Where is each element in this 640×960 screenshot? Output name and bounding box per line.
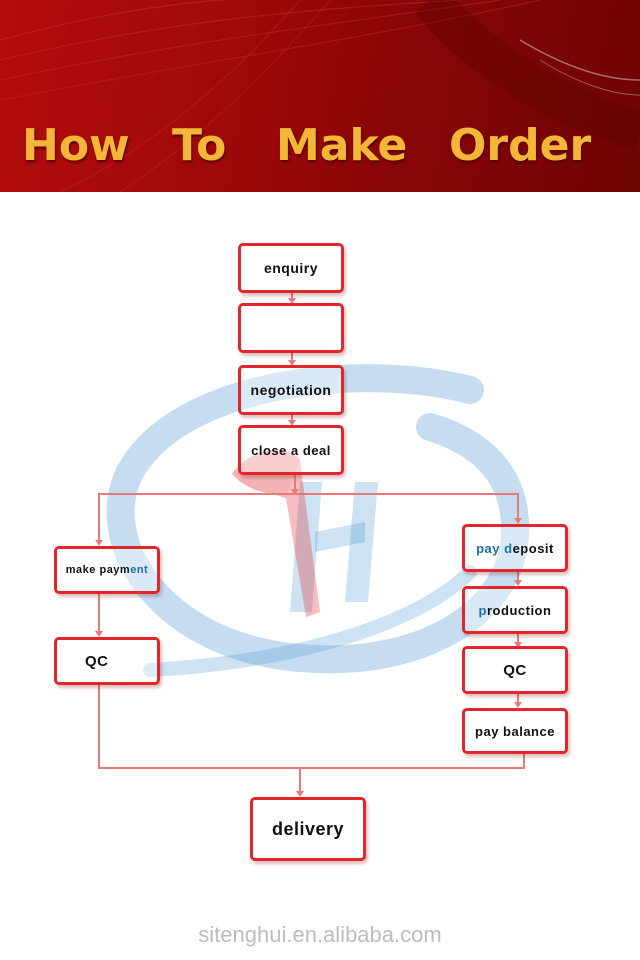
step-make-payment-box: make payment bbox=[54, 546, 160, 594]
order-flowchart: enquiry negotiation close a deal make pa… bbox=[0, 192, 640, 960]
step-close-deal-box: close a deal bbox=[238, 425, 344, 475]
step-right-qc-box: QC bbox=[462, 646, 568, 694]
company-logo-watermark bbox=[106, 364, 530, 677]
title-word-how: How bbox=[22, 120, 130, 171]
header-banner: How To Make Order bbox=[0, 0, 640, 192]
production-text-plain: roduction bbox=[487, 602, 552, 618]
step-left-qc-box: QC bbox=[54, 637, 160, 685]
title-word-make: Make bbox=[276, 120, 408, 171]
step-production-box: production bbox=[462, 586, 568, 634]
step-delivery-box: delivery bbox=[250, 797, 366, 861]
step-delivery-label: delivery bbox=[271, 818, 345, 839]
title-word-to: To bbox=[172, 120, 227, 171]
step-pay-balance-label: pay balance bbox=[475, 723, 555, 739]
pay-deposit-text-plain: eposit bbox=[512, 540, 554, 556]
step-pay-balance-box: pay balance bbox=[462, 708, 568, 754]
pay-deposit-text-blue: pay d bbox=[476, 540, 513, 556]
make-payment-text-plain: make paym bbox=[65, 564, 131, 576]
step-pay-deposit-box: pay deposit bbox=[462, 524, 568, 572]
production-text-blue: p bbox=[478, 602, 487, 618]
site-watermark-text: sitenghui.en.alibaba.com bbox=[198, 922, 442, 947]
step-negotiation-label: negotiation bbox=[250, 382, 332, 398]
make-payment-text-blue: ent bbox=[130, 564, 149, 576]
title-word-order: Order bbox=[449, 120, 592, 171]
step-left-qc-label: QC bbox=[85, 652, 109, 670]
banner-swirl-decoration bbox=[0, 0, 640, 192]
step-enquiry-label: enquiry bbox=[263, 260, 319, 276]
step-enquiry-box: enquiry bbox=[238, 243, 344, 293]
step-negotiation-box: negotiation bbox=[238, 365, 344, 415]
step-close-deal-label: close a deal bbox=[251, 442, 331, 458]
step-right-qc-label: QC bbox=[503, 661, 527, 679]
flow-connectors bbox=[95, 293, 525, 797]
step-blank-box bbox=[238, 303, 344, 353]
page-title: How To Make Order bbox=[0, 120, 640, 180]
